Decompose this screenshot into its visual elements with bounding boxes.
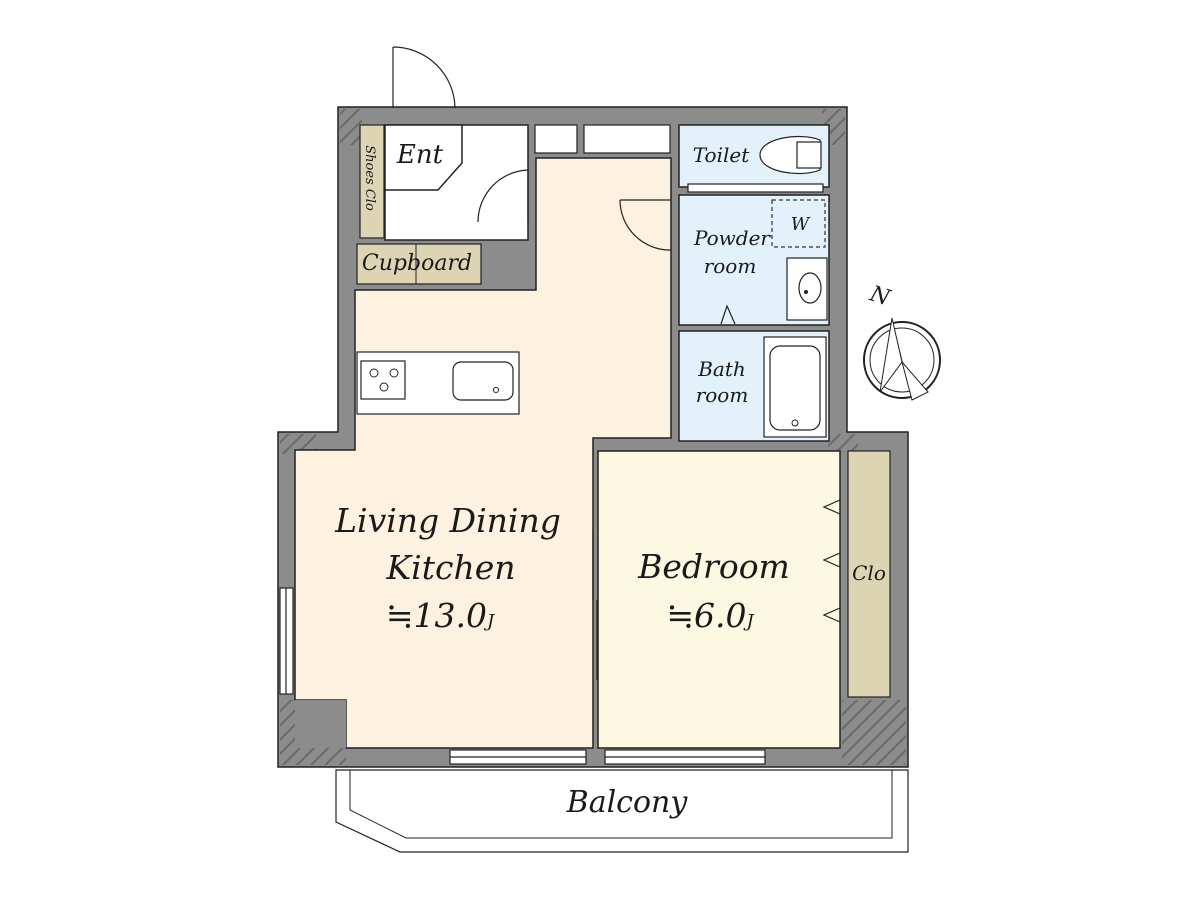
ldk-label-line1: Living Dining bbox=[334, 501, 561, 540]
doors bbox=[392, 46, 841, 680]
balcony-inner bbox=[349, 769, 893, 839]
cupboard bbox=[356, 243, 482, 285]
powder-room-label-line1: Powder bbox=[693, 226, 771, 250]
balcony-label: Balcony bbox=[566, 785, 689, 820]
bedroom-area: ≒6.0J bbox=[666, 596, 755, 635]
cupboard-label: Cupboard bbox=[362, 251, 472, 276]
bathroom-label-line2: room bbox=[696, 383, 749, 407]
bedroom-closet bbox=[847, 450, 891, 698]
kitchen-counter bbox=[356, 351, 520, 415]
compass-icon bbox=[863, 317, 941, 401]
bathtub bbox=[763, 336, 827, 438]
washbasin bbox=[786, 257, 828, 321]
powder-room-label-line2: room bbox=[704, 254, 757, 278]
shoes-closet bbox=[359, 124, 385, 239]
bedroom-floor bbox=[597, 450, 841, 749]
closet-label: Clo bbox=[852, 561, 886, 585]
toilet-label: Toilet bbox=[693, 143, 750, 167]
washer-label: W bbox=[791, 214, 811, 235]
toilet-fixture bbox=[759, 135, 822, 175]
bedroom-label: Bedroom bbox=[637, 547, 790, 586]
top-storage-2 bbox=[583, 124, 671, 154]
shoes-closet-label: Shoes Clo bbox=[362, 145, 377, 211]
entrance-label: Ent bbox=[396, 140, 444, 170]
bathroom-label-line1: Bath bbox=[697, 357, 746, 381]
washer-space bbox=[771, 199, 826, 248]
compass-label: N bbox=[866, 281, 894, 311]
ldk-label-line2: Kitchen bbox=[386, 548, 516, 587]
top-storage-1 bbox=[534, 124, 578, 154]
powder-door-mark bbox=[720, 304, 736, 325]
windows bbox=[279, 183, 824, 765]
ldk-area: ≒13.0J bbox=[386, 596, 496, 635]
ldk-corner-wall bbox=[295, 700, 346, 748]
entrance-step bbox=[384, 124, 463, 191]
